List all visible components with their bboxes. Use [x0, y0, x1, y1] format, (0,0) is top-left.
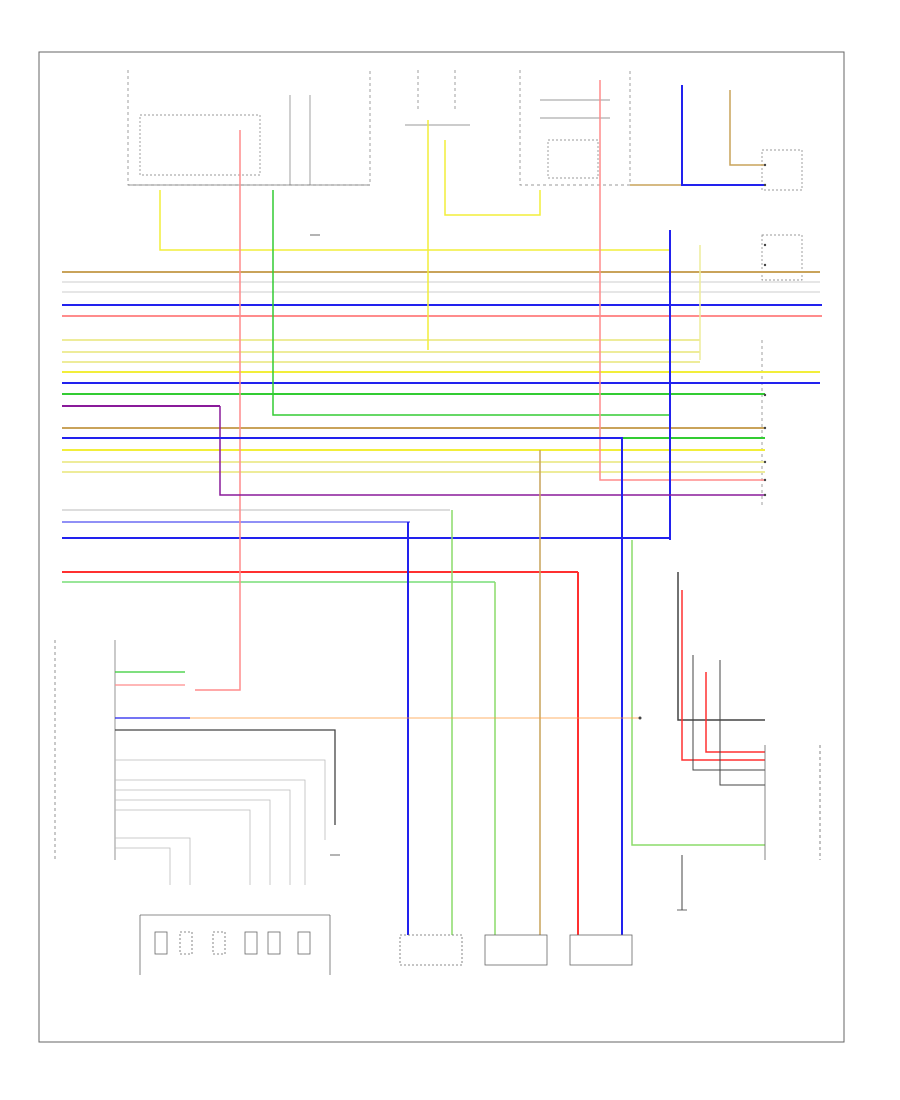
diagram-frame	[38, 51, 845, 1043]
srs-control-module-left	[54, 640, 116, 860]
connector-dots	[638, 163, 767, 720]
srs-unit-top-left	[127, 70, 371, 186]
ground-symbols	[310, 234, 687, 911]
bus-lines	[62, 271, 822, 583]
side-airbag-modules-bottom	[399, 934, 633, 966]
front-passenger-buckle-switch	[519, 70, 631, 186]
seat-belt-switch-right	[761, 149, 803, 505]
passenger-sensor-top-center	[405, 70, 470, 126]
srs-module-wires	[115, 671, 640, 885]
vertical-wires	[62, 80, 765, 935]
occupant-weight-sensors-bottom	[139, 914, 331, 975]
passenger-seat-control-module-right	[677, 572, 821, 910]
